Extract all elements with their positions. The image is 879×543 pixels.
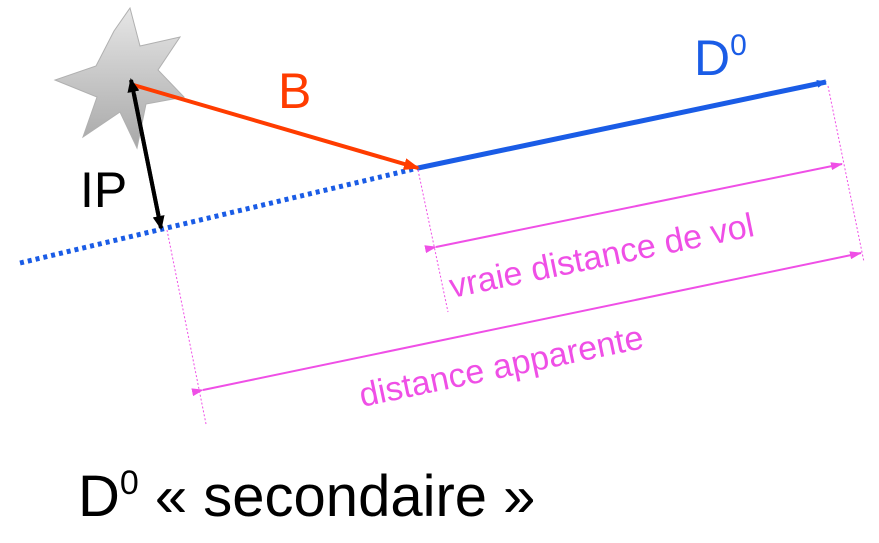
d0-trajectory-arrow — [417, 79, 827, 171]
collision-star-icon — [53, 6, 186, 150]
extension-line-ip — [166, 229, 207, 425]
d0-label-sup: 0 — [730, 29, 747, 62]
caption-sup: 0 — [119, 464, 139, 502]
b-label: B — [278, 63, 311, 119]
caption: D0 « secondaire » — [78, 466, 535, 526]
d0-label: D0 — [694, 29, 747, 86]
d0-label-base: D — [694, 30, 730, 86]
caption-rest: « secondaire » — [138, 464, 536, 529]
extension-line-end — [827, 85, 865, 263]
b-trajectory-arrow — [129, 82, 420, 170]
extension-line-decay-vertex — [417, 169, 449, 313]
true-distance-arrow — [424, 162, 843, 254]
true-distance-label: vraie distance de vol — [446, 206, 757, 306]
caption-base: D — [78, 464, 120, 529]
ip-arrow-back — [127, 78, 163, 229]
apparent-distance-arrow — [191, 251, 862, 397]
ip-label: IP — [80, 162, 127, 218]
apparent-distance-label: distance apparente — [356, 318, 647, 414]
